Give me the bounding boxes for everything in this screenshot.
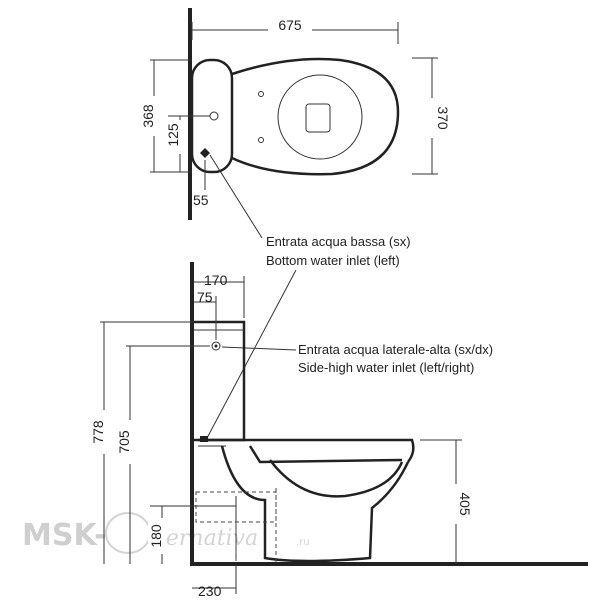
watermark-suffix: .ru [296,537,310,548]
callout-bottom-inlet-it: Entrata acqua bassa (sx) [266,234,411,249]
side-seat-line [198,438,415,463]
callout-side-inlet-it: Entrata acqua laterale-alta (sx/dx) [298,342,493,357]
dim-side-tank-depth: 170 [204,272,228,288]
dim-label-bg [165,120,183,154]
top-bowl-inner [277,74,363,160]
dim-side-tank-offset: 75 [197,289,213,305]
callout-side-inlet-en: Side-high water inlet (left/right) [298,360,474,375]
callouts: Entrata acqua bassa (sx) Bottom water in… [205,154,493,441]
side-view: 170 75 778 705 180 405 230 [90,262,588,599]
watermark-logo-icon [105,512,151,554]
dim-top-inlet-height: 125 [165,123,181,147]
dim-label-bg [424,98,442,138]
dim-label-bg [446,484,464,524]
dim-side-total-height: 778 [90,420,106,444]
watermark-brand: MSK- [22,518,107,553]
side-tank-outline [194,320,246,442]
watermark: MSK- lternativa .ru [22,512,310,554]
side-rim [248,445,403,464]
dim-side-drain-distance: 230 [198,583,222,599]
dim-top-width: 675 [278,17,302,33]
dim-label-bg [148,518,166,554]
top-inlet-circle [209,111,219,121]
side-bowl-inner [269,459,404,498]
callout-leader-bottom-top [209,154,263,239]
watermark-script: lternativa [150,526,258,551]
dim-top-inlet-offset: 55 [193,192,209,208]
top-hinge-right [258,137,264,143]
dim-side-inlet-height: 705 [116,430,132,454]
side-inlet-dot [214,344,218,348]
dim-label-bg [268,14,312,34]
top-drain-rect [305,103,331,133]
dim-side-bowl-height: 405 [457,492,473,516]
side-inlet-circle [211,341,221,351]
dim-side-drain-height: 180 [148,524,164,548]
top-view: 675 370 368 125 55 [140,8,451,220]
dim-top-depth: 370 [435,106,451,130]
top-bowl-outer [231,57,400,176]
dim-label-bg [90,410,108,454]
callout-bottom-inlet-en: Bottom water inlet (left) [266,253,400,268]
dim-label-bg [116,420,134,464]
callout-leader-bottom-side [205,269,297,441]
dim-top-tank-depth: 368 [140,104,156,128]
dim-label-bg [140,96,158,136]
top-hinge-left [258,91,264,97]
side-bottom-inlet-icon [200,436,208,442]
top-bottom-inlet-icon [200,148,210,158]
callout-leader-side [221,346,297,351]
side-bowl-outline [220,445,410,563]
